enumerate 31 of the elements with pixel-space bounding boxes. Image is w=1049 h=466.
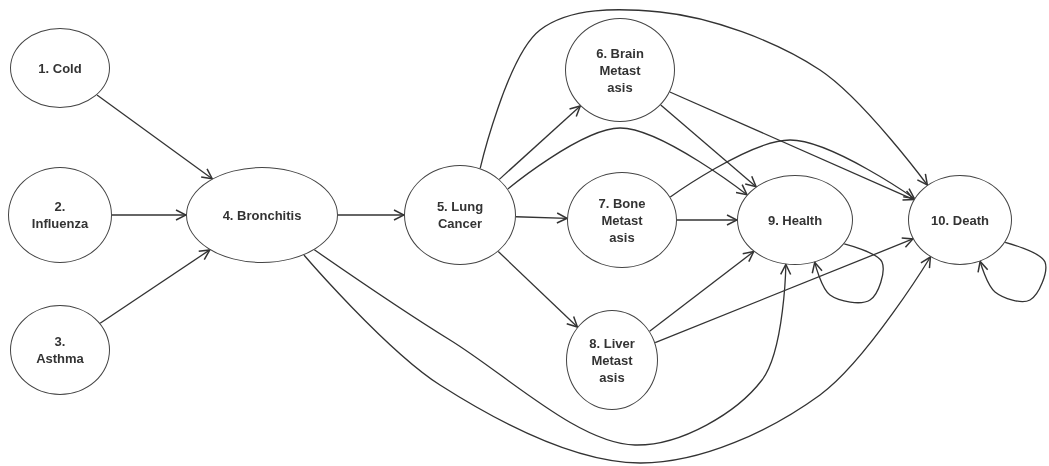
- arrow: [669, 139, 916, 200]
- state-label: 2. Influenza: [30, 198, 90, 232]
- arrow: [111, 209, 187, 221]
- arrow: [660, 104, 757, 188]
- arrow: [303, 254, 932, 464]
- arrow: [507, 127, 748, 196]
- arrow: [654, 237, 914, 344]
- arrow: [497, 250, 579, 328]
- arrow: [96, 94, 213, 180]
- state-label: 7. Bone Metast asis: [597, 194, 647, 246]
- state-ellipse: [908, 175, 1012, 265]
- state-ellipse: [737, 175, 853, 265]
- arrow: [676, 214, 738, 226]
- state-label: 1. Cold: [37, 59, 83, 77]
- arrow: [479, 9, 929, 186]
- arrow: [669, 91, 915, 201]
- state-label: 6. Brain Metast asis: [595, 44, 645, 96]
- arrow: [515, 212, 568, 224]
- state-label: 9. Health: [766, 211, 824, 229]
- state-label: 4. Bronchitis: [222, 206, 302, 224]
- arrow: [99, 249, 211, 324]
- state-label: 8. Liver Metast asis: [588, 334, 636, 386]
- state-label: 10. Death: [930, 211, 990, 229]
- arrow: [313, 249, 792, 446]
- arrow: [811, 243, 884, 304]
- state-label: 5. Lung Cancer: [435, 198, 485, 232]
- arrow: [977, 241, 1047, 303]
- arrow: [498, 105, 582, 181]
- arrow: [337, 209, 405, 221]
- arrow: [648, 250, 755, 332]
- state-label: 3. Asthma: [35, 333, 85, 367]
